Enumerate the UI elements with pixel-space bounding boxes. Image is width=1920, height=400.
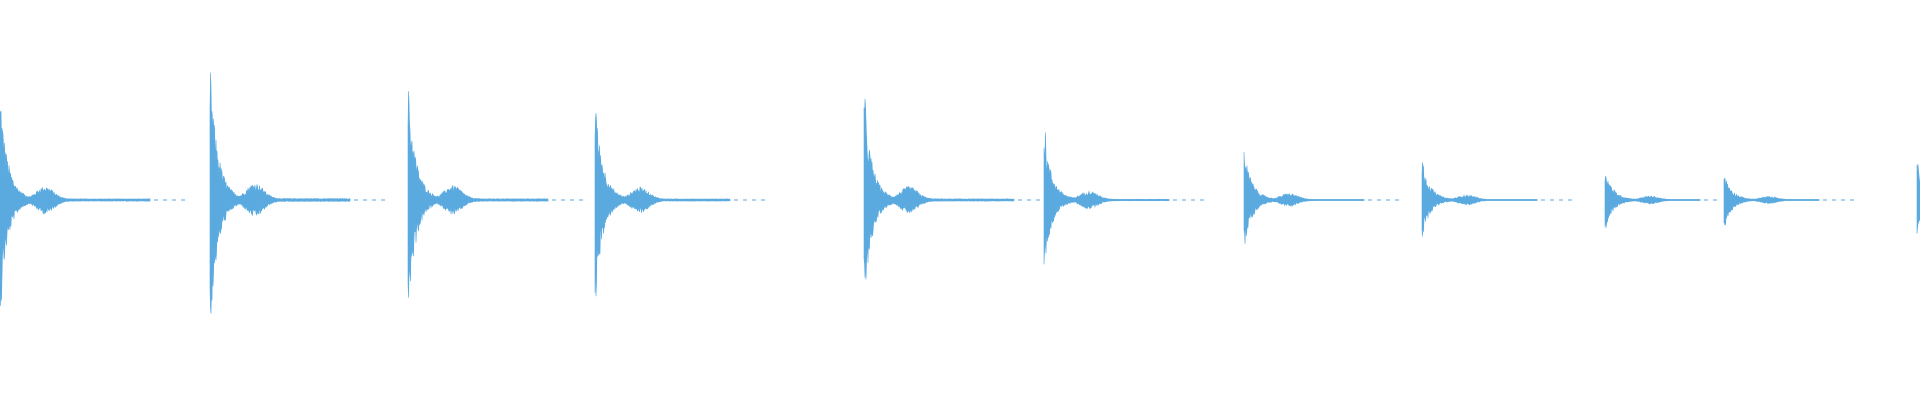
- waveform-transient: [0, 110, 185, 307]
- transient-envelope: [1604, 175, 1701, 229]
- transient-envelope: [1043, 132, 1170, 265]
- waveform-transient: [1043, 132, 1204, 265]
- waveform-transient: [209, 72, 385, 314]
- waveform-transient: [407, 91, 583, 298]
- transient-envelope: [1421, 162, 1538, 237]
- waveform-transient: [1723, 177, 1854, 226]
- waveform-transient: [1243, 151, 1399, 244]
- transient-envelope: [209, 72, 351, 314]
- transient-envelope: [1916, 163, 1920, 234]
- transient-envelope: [1243, 151, 1365, 244]
- transient-envelope: [594, 113, 731, 297]
- waveform-transient: [1604, 175, 1717, 229]
- transient-envelope: [863, 98, 1015, 280]
- transient-envelope: [1723, 177, 1820, 226]
- transient-envelope: [0, 110, 151, 307]
- transient-envelope: [407, 91, 549, 298]
- waveform-transient: [1916, 163, 1920, 234]
- waveform-transient: [594, 113, 765, 297]
- waveform-transient: [863, 98, 1040, 280]
- waveform-transient: [1421, 162, 1572, 237]
